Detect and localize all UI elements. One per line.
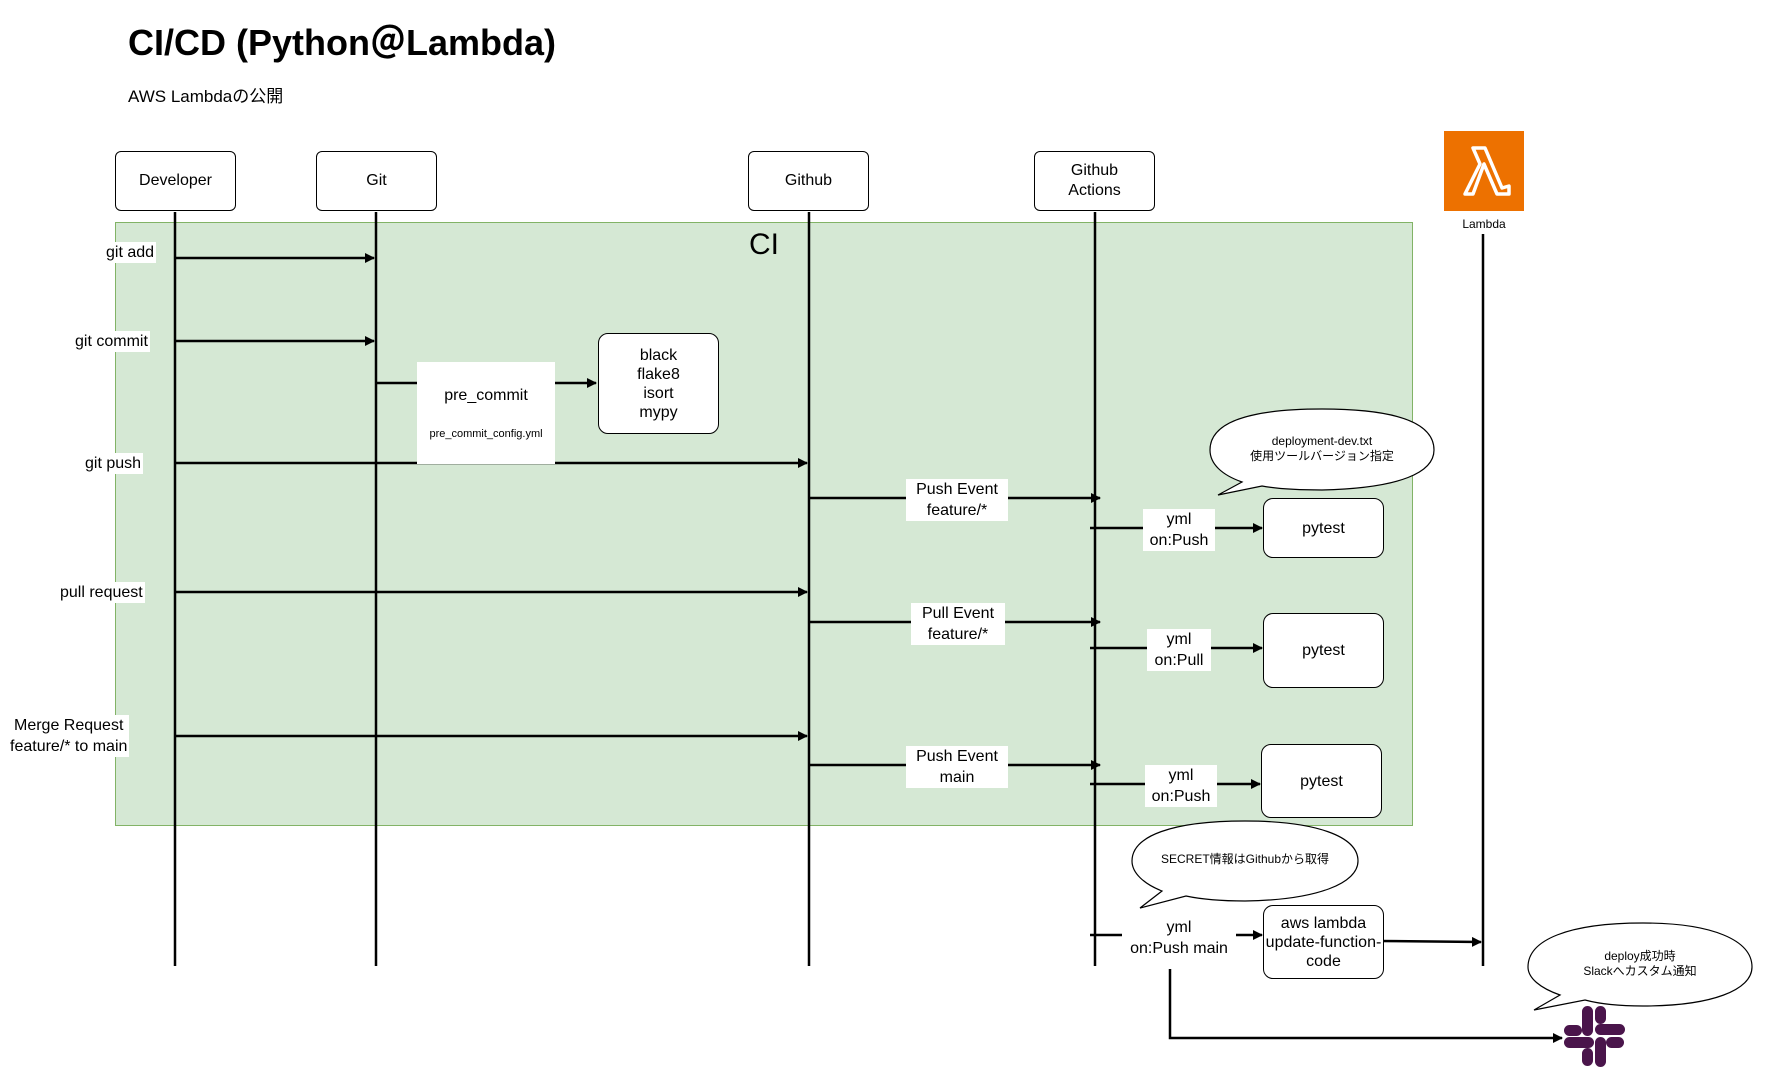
deployment-note-bubble	[1209, 408, 1435, 496]
actor-developer: Developer	[115, 151, 236, 211]
pre-commit-name: pre_commit	[444, 387, 528, 404]
slack-note-bubble	[1527, 922, 1753, 1011]
lambda-icon	[1444, 131, 1524, 211]
actor-github-actions: Github Actions	[1034, 151, 1155, 211]
actor-lambda-label: Lambda	[1462, 217, 1506, 231]
deployment-note-text: deployment-dev.txt 使用ツールバージョン指定	[1250, 434, 1394, 463]
merge-request-label: Merge Request feature/* to main	[8, 715, 130, 757]
secret-note-bubble	[1131, 820, 1359, 909]
pull-request-label: pull request	[58, 582, 145, 603]
pre-commit-config: pre_commit_config.yml	[429, 428, 543, 440]
ci-region-label: CI	[749, 228, 779, 261]
page-subtitle: AWS Lambdaの公開	[128, 87, 284, 106]
push-feature-event-label: Push Event feature/*	[906, 479, 1008, 521]
git-commit-label: git commit	[73, 331, 150, 352]
slack-icon	[1562, 1004, 1626, 1068]
push-main-event-label: Push Event main	[906, 746, 1008, 788]
pytest-job-1: pytest	[1263, 498, 1384, 558]
on-pull-trigger-label: yml on:Pull	[1147, 629, 1211, 671]
secret-note-text: SECRET情報はGithubから取得	[1160, 852, 1330, 866]
pre-commit-label: pre_commit pre_commit_config.yml	[417, 362, 555, 464]
deploy-to-lambda-arrow	[1379, 936, 1482, 947]
lint-tools-box: black flake8 isort mypy	[598, 333, 719, 434]
pytest-job-3: pytest	[1261, 744, 1382, 818]
page-title: CI/CD (Python＠Lambda)	[128, 22, 556, 63]
actor-github: Github	[748, 151, 869, 211]
git-add-label: git add	[104, 242, 157, 263]
slack-notify-arrow	[1168, 969, 1563, 1043]
on-push-2-trigger-label: yml on:Push	[1145, 765, 1217, 807]
actor-git: Git	[316, 151, 437, 211]
slack-note-text: deploy成功時 Slackへカスタム通知	[1583, 949, 1697, 978]
pull-feature-event-label: Pull Event feature/*	[911, 603, 1005, 645]
on-push-main-trigger-label: yml on:Push main	[1122, 917, 1236, 959]
on-push-trigger-label: yml on:Push	[1143, 509, 1215, 551]
git-push-label: git push	[83, 453, 144, 474]
deploy-job: aws lambda update-function- code	[1263, 905, 1384, 979]
pytest-job-2: pytest	[1263, 613, 1384, 688]
